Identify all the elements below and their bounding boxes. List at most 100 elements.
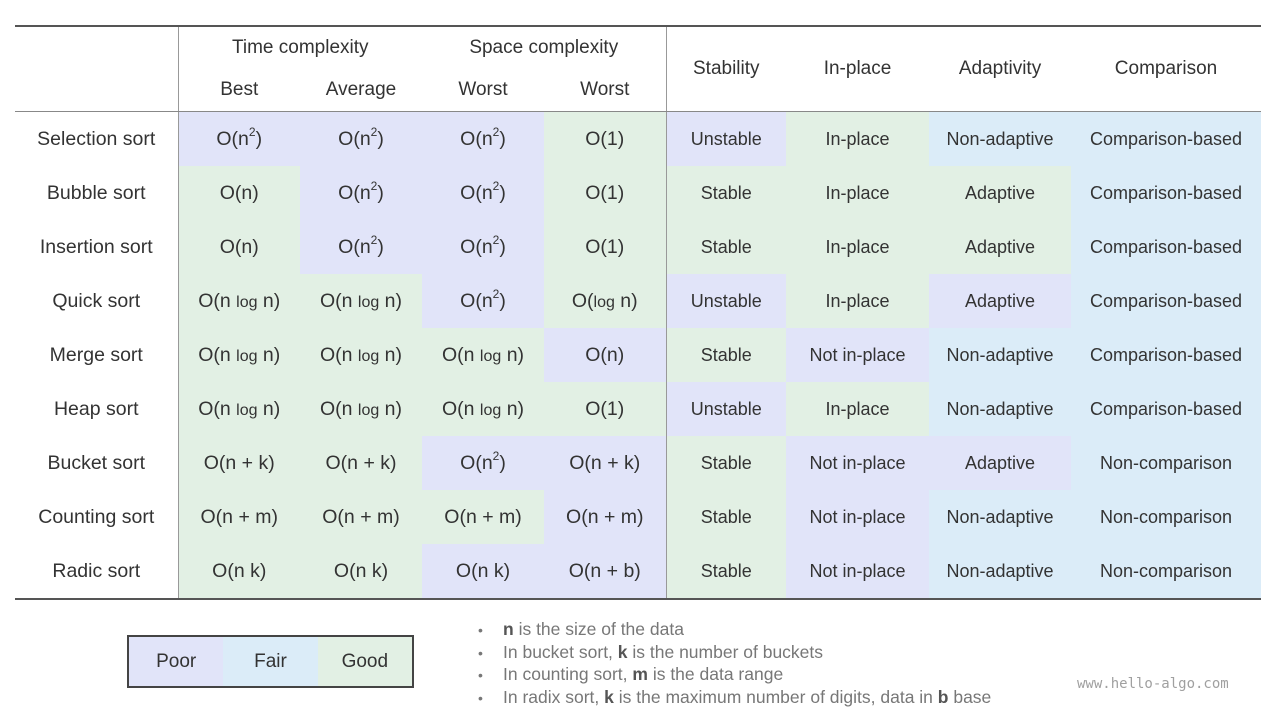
row-label: Radic sort: [15, 544, 179, 599]
cell-comparison: Non-comparison: [1071, 436, 1262, 490]
cell-worst-time: O(n + m): [422, 490, 545, 544]
cell-best: O(n2): [178, 111, 300, 166]
cell-in-place: Not in-place: [786, 436, 930, 490]
cell-stability: Stable: [666, 544, 787, 599]
cell-worst-space: O(1): [544, 220, 667, 274]
in-place-header: In-place: [786, 26, 930, 112]
legend-poor: Poor: [129, 637, 224, 686]
space-complexity-header: Space complexity: [422, 26, 667, 69]
cell-in-place: In-place: [786, 111, 930, 166]
row-label: Selection sort: [15, 111, 179, 166]
cell-worst-space: O(log n): [544, 274, 667, 328]
cell-in-place: In-place: [786, 274, 930, 328]
cell-stability: Stable: [666, 490, 787, 544]
cell-adaptivity: Non-adaptive: [929, 111, 1072, 166]
cell-comparison: Comparison-based: [1071, 111, 1262, 166]
cell-best: O(n k): [178, 544, 300, 599]
cell-adaptivity: Adaptive: [929, 166, 1072, 220]
cell-average: O(n log n): [300, 328, 423, 382]
cell-stability: Unstable: [666, 274, 787, 328]
cell-comparison: Non-comparison: [1071, 544, 1262, 599]
notes-list: •n is the size of the data •In bucket so…: [478, 618, 991, 708]
legend-good: Good: [317, 637, 412, 686]
cell-stability: Stable: [666, 328, 787, 382]
cell-worst-time: O(n log n): [422, 382, 545, 436]
cell-worst-space: O(1): [544, 111, 667, 166]
cell-comparison: Comparison-based: [1071, 382, 1262, 436]
stability-header: Stability: [666, 26, 787, 112]
cell-adaptivity: Adaptive: [929, 436, 1072, 490]
cell-in-place: Not in-place: [786, 328, 930, 382]
cell-best: O(n + k): [178, 436, 300, 490]
best-header: Best: [178, 69, 300, 112]
cell-best: O(n log n): [178, 328, 300, 382]
cell-worst-time: O(n2): [422, 166, 545, 220]
cell-average: O(n k): [300, 544, 423, 599]
adaptivity-header: Adaptivity: [929, 26, 1072, 112]
cell-worst-space: O(1): [544, 382, 667, 436]
cell-worst-time: O(n2): [422, 274, 545, 328]
row-label: Insertion sort: [15, 220, 179, 274]
cell-worst-time: O(n2): [422, 436, 545, 490]
cell-average: O(n2): [300, 111, 423, 166]
cell-in-place: In-place: [786, 220, 930, 274]
cell-stability: Stable: [666, 220, 787, 274]
cell-worst-space: O(n): [544, 328, 667, 382]
cell-worst-space: O(1): [544, 166, 667, 220]
row-label: Counting sort: [15, 490, 179, 544]
cell-best: O(n + m): [178, 490, 300, 544]
cell-average: O(n + m): [300, 490, 423, 544]
corner-header: [15, 26, 179, 112]
cell-average: O(n log n): [300, 274, 423, 328]
cell-average: O(n log n): [300, 382, 423, 436]
cell-in-place: Not in-place: [786, 544, 930, 599]
comparison-header: Comparison: [1071, 26, 1262, 112]
cell-worst-space: O(n + b): [544, 544, 667, 599]
time-complexity-header: Time complexity: [231, 37, 369, 58]
cell-worst-time: O(n2): [422, 220, 545, 274]
average-header: Average: [300, 69, 423, 112]
cell-comparison: Comparison-based: [1071, 328, 1262, 382]
cell-adaptivity: Non-adaptive: [929, 328, 1072, 382]
cell-average: O(n2): [300, 166, 423, 220]
cell-average: O(n2): [300, 220, 423, 274]
cell-adaptivity: Non-adaptive: [929, 490, 1072, 544]
worst-time-header: Worst: [422, 69, 545, 112]
cell-adaptivity: Non-adaptive: [929, 544, 1072, 599]
cell-in-place: In-place: [786, 166, 930, 220]
legend-fair: Fair: [223, 637, 318, 686]
cell-worst-space: O(n + k): [544, 436, 667, 490]
note-item: •In radix sort, k is the maximum number …: [478, 686, 992, 707]
sorting-comparison-table: Time complexity Space complexity Stabili…: [15, 25, 1262, 600]
cell-best: O(n): [178, 166, 300, 220]
cell-stability: Unstable: [666, 382, 787, 436]
cell-comparison: Comparison-based: [1071, 220, 1262, 274]
cell-in-place: Not in-place: [786, 490, 930, 544]
note-item: •n is the size of the data: [478, 619, 684, 639]
cell-stability: Stable: [666, 436, 787, 490]
row-label: Quick sort: [15, 274, 179, 328]
row-label: Bucket sort: [15, 436, 179, 490]
cell-adaptivity: Adaptive: [929, 274, 1072, 328]
cell-adaptivity: Adaptive: [929, 220, 1072, 274]
cell-stability: Stable: [666, 166, 787, 220]
cell-worst-time: O(n2): [422, 111, 545, 166]
cell-best: O(n log n): [178, 382, 300, 436]
cell-comparison: Comparison-based: [1071, 274, 1262, 328]
row-label: Merge sort: [15, 328, 179, 382]
cell-worst-space: O(n + m): [544, 490, 667, 544]
row-label: Bubble sort: [15, 166, 179, 220]
cell-average: O(n + k): [300, 436, 423, 490]
cell-comparison: Comparison-based: [1071, 166, 1262, 220]
worst-space-header: Worst: [544, 69, 667, 112]
